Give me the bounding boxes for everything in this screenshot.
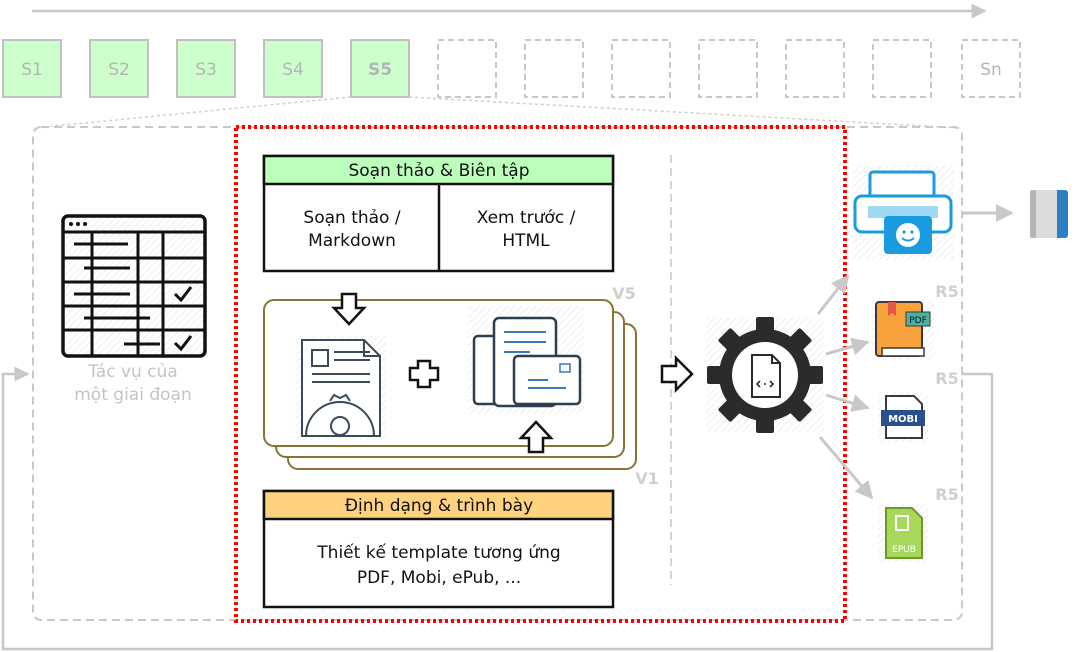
editing-right-line2: HTML [502, 231, 550, 251]
stage-s4[interactable]: S4 [263, 39, 323, 98]
editing-title: Soạn thảo & Biên tập [348, 161, 529, 181]
pdf-book-icon: PDF [872, 300, 934, 360]
pdf-icon-label: PDF [909, 316, 927, 326]
stage-future[interactable] [611, 39, 671, 98]
stage-future[interactable] [437, 39, 497, 98]
stage-s2[interactable]: S2 [89, 39, 149, 98]
output-arrow [825, 337, 870, 356]
document-settings-icon [296, 336, 386, 440]
printer-icon [852, 166, 954, 260]
task-caption-line1: Tác vụ của [87, 362, 178, 382]
stage-future[interactable] [524, 39, 584, 98]
stage-future[interactable] [785, 39, 845, 98]
stage-future[interactable] [872, 39, 932, 98]
stage-row: S1 S2 S3 S4 S5 Sn [2, 39, 1021, 98]
formatting-line1: Thiết kế template tương ứng [316, 542, 560, 563]
task-caption-line2: một giai đoạn [74, 385, 191, 405]
editing-right-line1: Xem trước / [477, 208, 576, 228]
stage-label: Sn [980, 60, 1002, 80]
release-label: R5 [935, 369, 958, 388]
down-arrow-icon [331, 292, 367, 326]
feedback-loop [1, 366, 994, 651]
output-arrow [825, 393, 870, 412]
zoom-line [33, 96, 352, 129]
mobi-icon-label: MOBI [888, 414, 918, 425]
stage-label: S2 [108, 60, 130, 80]
stage-future[interactable] [698, 39, 758, 98]
right-arrow-icon [660, 354, 694, 394]
task-list-icon [61, 214, 207, 358]
editing-left-line2: Markdown [308, 231, 396, 251]
release-label: R5 [935, 485, 958, 504]
stage-label: S3 [195, 60, 217, 80]
mobi-file-icon: MOBI [878, 392, 928, 442]
stage-label: S4 [282, 60, 304, 80]
template-documents-icon [468, 306, 584, 414]
release-label: R5 [935, 282, 958, 301]
version-top-label: V5 [612, 284, 636, 303]
build-gear-icon [706, 317, 824, 433]
stage-s5[interactable]: S5 [350, 39, 410, 98]
output-arrow [818, 436, 874, 500]
zoom-line [408, 96, 961, 129]
stage-label: S1 [21, 60, 43, 80]
version-bottom-label: V1 [635, 469, 659, 488]
editing-left-line1: Soạn thảo / [303, 208, 400, 228]
stage-sn[interactable]: Sn [961, 39, 1021, 98]
stage-s3[interactable]: S3 [176, 39, 236, 98]
up-arrow-icon [518, 420, 554, 454]
formatting-box: Định dạng & trình bày Thiết kế template … [262, 489, 615, 609]
printed-book-icon [1030, 190, 1068, 238]
plus-icon [408, 359, 440, 389]
formatting-title: Định dạng & trình bày [345, 496, 533, 516]
formatting-line2: PDF, Mobi, ePub, ... [357, 568, 521, 588]
epub-icon-label: EPUB [892, 545, 916, 555]
stage-label-active: S5 [368, 60, 392, 80]
stage-s1[interactable]: S1 [2, 39, 62, 98]
epub-file-icon: EPUB [878, 504, 928, 562]
focus-area [234, 125, 847, 623]
output-arrow [816, 274, 850, 315]
editing-box: Soạn thảo & Biên tập Soạn thảo / Markdow… [262, 154, 615, 273]
